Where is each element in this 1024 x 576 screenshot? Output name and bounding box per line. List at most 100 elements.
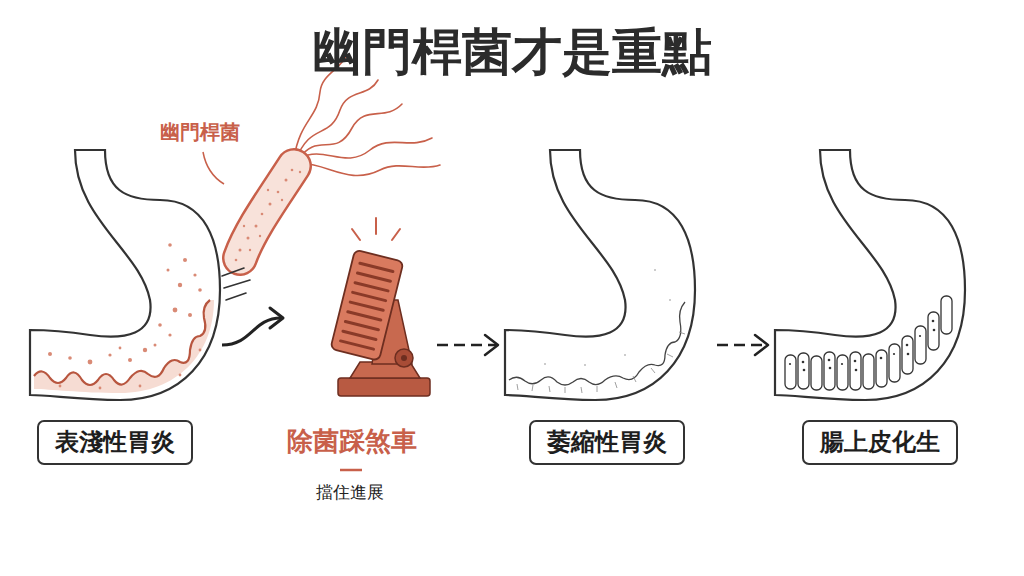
brake-pedal-part (348, 312, 381, 320)
stomach-inflamed-part (143, 348, 147, 352)
stomach-metaplasia-part (876, 350, 887, 387)
solid-arrow (222, 308, 283, 345)
stomach-atrophic-part (597, 386, 598, 392)
bacterium-part (261, 213, 264, 216)
stomach-atrophic-part (517, 332, 685, 393)
brake-pedal-part (352, 229, 360, 240)
stage-label: 腸上皮化生 (770, 150, 985, 475)
brake-pedal-part (353, 292, 386, 300)
stomach-atrophic-part (549, 386, 550, 392)
stomach-atrophic-part (517, 384, 518, 390)
stomach-atrophic-part (633, 376, 636, 382)
stomach-atrophic-part (667, 354, 673, 357)
stomach-metaplasia-part (932, 320, 935, 323)
stage-label: 表淺性胃炎 (25, 150, 220, 475)
stomach-inflamed-part (178, 283, 182, 287)
stomach-atrophic-part (505, 150, 695, 400)
stomach-atrophic-part (654, 269, 656, 271)
connector-line (437, 344, 496, 347)
stomach-atrophic-part (532, 385, 533, 391)
stomach-inflamed-part (34, 300, 214, 393)
stomach-metaplasia-part (893, 353, 895, 355)
stage-box: 腸上皮化生 (802, 420, 958, 465)
stage-box: 萎縮性胃炎 (529, 420, 685, 465)
brake-pedal-part (352, 218, 400, 240)
stomach-atrophic-part (581, 387, 582, 393)
brake-pedal-part (338, 378, 430, 396)
stomach-inflamed-part (48, 243, 202, 389)
stomach-metaplasia-part (824, 352, 835, 390)
stomach-metaplasia-part (785, 355, 796, 389)
stomach-metaplasia-part (854, 360, 857, 363)
stomach-metaplasia-part (863, 354, 874, 389)
stomach-atrophic-part (679, 332, 685, 334)
bacterium-part (249, 249, 251, 251)
stomach-inflamed-part (139, 385, 142, 388)
leader-line (203, 152, 224, 184)
stomach-metaplasia-part (802, 361, 805, 364)
brake-pedal-part (343, 331, 376, 339)
stomach-inflamed-part (48, 352, 52, 356)
stomach-inflamed-part (173, 308, 178, 313)
stomach-inflamed-part (34, 300, 210, 385)
stomach-inflamed-part (198, 288, 202, 292)
stomach-inflamed-part (168, 333, 171, 336)
bacterium-part (285, 179, 288, 182)
bacterium-part (243, 225, 245, 227)
stomach-atrophic-part (544, 269, 671, 366)
stomach-metaplasia-part (919, 335, 921, 337)
stomach-inflamed (30, 150, 220, 400)
bacterium-part (302, 163, 440, 176)
stomach-metaplasia (775, 150, 965, 400)
stomach-metaplasia-part (933, 329, 936, 332)
bacterium-label: 幽門桿菌 (160, 120, 240, 144)
bacterium-part (300, 138, 432, 158)
bacterium-part (291, 169, 294, 172)
bacterium-part (281, 199, 283, 201)
stomach-metaplasia-part (906, 344, 909, 347)
stomach-inflamed-part (168, 243, 172, 247)
brake-node: 除菌踩煞車擋住進展 (285, 230, 435, 513)
brake-pedal-part (345, 322, 378, 330)
stomach-inflamed-part (158, 323, 162, 327)
stomach-inflamed-part (68, 356, 72, 360)
bacterium-part (240, 166, 294, 258)
stomach-metaplasia-part (829, 367, 832, 370)
brake-pedal-part (360, 263, 393, 271)
stomach-metaplasia-part (941, 296, 952, 334)
stomach-metaplasia-part (775, 150, 965, 400)
stomach-metaplasia-part (789, 320, 935, 372)
bacterium-part (224, 280, 250, 288)
stage-label: 萎縮性胃炎 (500, 150, 715, 475)
stomach-inflamed-part (119, 347, 122, 350)
brake-subcaption: 擋住進展 (316, 482, 384, 503)
stomach-metaplasia-part (803, 369, 806, 372)
stomach-metaplasia-part (850, 352, 861, 390)
stomach-inflamed-part (199, 349, 202, 352)
stomach-inflamed-part (108, 353, 111, 356)
connector-line (717, 344, 766, 347)
brake-pedal-part (375, 218, 377, 234)
bacterium-part (226, 293, 246, 300)
connector-line (222, 318, 281, 345)
stomach-inflamed-part (188, 313, 192, 317)
brake-pedal-part (392, 229, 400, 240)
bacterium-part (235, 169, 301, 262)
stomach-atrophic-part (584, 364, 586, 366)
stomach-atrophic-part (544, 363, 546, 365)
stomach-inflamed-part (193, 273, 196, 276)
stomach-atrophic-part (669, 299, 671, 301)
stomach-metaplasia-part (889, 344, 900, 382)
brake-caption: 除菌踩煞車 (287, 425, 417, 458)
stomach-metaplasia-part (785, 296, 952, 390)
stomach-inflamed-part (167, 269, 170, 272)
brake-pedal-part (330, 250, 403, 361)
stomach-inflamed-part (179, 374, 182, 377)
stomach-inflamed-part (30, 150, 220, 400)
stomach-metaplasia-part (837, 355, 848, 390)
speed-lines (222, 268, 250, 300)
stomach-atrophic-part (651, 368, 655, 373)
